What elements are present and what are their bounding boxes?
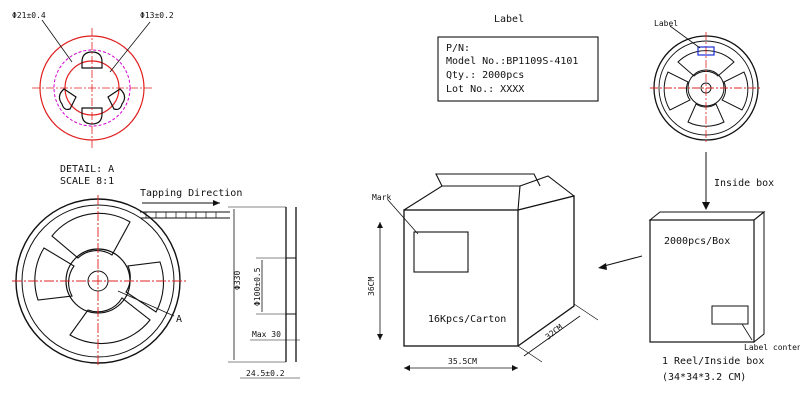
reel-window-right — [125, 261, 165, 313]
reel-window-top — [51, 212, 131, 259]
ib-label-leader — [741, 323, 753, 341]
detail-dim-outer: Φ21±0.4 — [12, 11, 46, 20]
inside-box-view: 2000pcs/Box Label content 1 Reel/Inside … — [648, 210, 800, 383]
ib-capacity: 2000pcs/Box — [664, 236, 730, 247]
tapping-direction-label: Tapping Direction — [140, 188, 242, 199]
rl-window-right — [721, 71, 749, 111]
label-frame — [437, 36, 599, 102]
inside-box-arrow-head — [702, 202, 710, 210]
carton-flap-left — [403, 185, 521, 211]
ib-label-rect — [711, 305, 749, 325]
carton-depth-ext — [517, 303, 599, 363]
rl-window-bottom — [687, 103, 725, 127]
label-line-lot: Lot No.: XXXX — [446, 84, 524, 95]
reel-tape-pockets — [140, 211, 217, 219]
detail-leader-inner — [109, 21, 151, 73]
label-line-pn: P/N: — [446, 43, 470, 54]
tapping-arrow-head — [213, 200, 220, 206]
detail-scale: SCALE 8:1 — [60, 176, 114, 187]
ib-front-face — [649, 219, 755, 343]
carton-mark-label: Mark — [372, 193, 391, 202]
reel-with-label-view: Label — [650, 19, 762, 144]
label-box: Label P/N: Model No.:BP1109S-4101 Qty.: … — [437, 14, 599, 102]
carton-view: Mark 16Kpcs/Carton 36CM 35.5CM 32CM — [367, 173, 599, 371]
rl-window-top — [677, 50, 735, 77]
rl-label-leader — [669, 25, 701, 49]
carton-depth-dim-line — [523, 315, 581, 357]
inside-box-arrow-label: Inside box — [714, 178, 774, 189]
dim-100-label: Φ100±0.5 — [253, 267, 262, 306]
rl-label-tag: Label — [654, 19, 678, 28]
carton-flap-right — [519, 175, 575, 197]
rl-label-rect — [697, 46, 715, 56]
detail-dim-inner: Φ13±0.2 — [140, 11, 174, 20]
dim-max30-label: Max 30 — [252, 330, 281, 339]
box-to-carton-arrow-line — [603, 255, 643, 267]
label-title: Label — [494, 14, 524, 25]
dim-245-label: 24.5±0.2 — [246, 369, 285, 378]
detail-a-view: Φ21±0.4 Φ13±0.2 DETAIL: A SCALE 8:1 — [12, 11, 174, 187]
label-line-qty: Qty.: 2000pcs — [446, 70, 524, 81]
carton-width-label: 35.5CM — [448, 357, 477, 366]
box-to-carton-flow — [598, 255, 643, 270]
ib-caption-line2: (34*34*3.2 CM) — [662, 372, 746, 383]
detail-lug-left — [58, 88, 77, 111]
carton-height-label: 36CM — [367, 277, 376, 296]
label-line-model: Model No.:BP1109S-4101 — [446, 56, 578, 67]
carton-mark-rect — [413, 231, 469, 273]
reel-window-left — [34, 247, 75, 301]
rl-window-left — [663, 71, 691, 111]
dim-330-label: Φ330 — [233, 271, 242, 290]
detail-caption: DETAIL: A — [60, 164, 114, 175]
ib-label-content: Label content — [744, 343, 800, 352]
carton-capacity: 16Kpcs/Carton — [428, 314, 506, 325]
ib-top-face — [648, 211, 766, 221]
detail-lug-right — [107, 88, 126, 111]
detail-leader-outer — [41, 19, 73, 63]
carton-mark-leader — [387, 199, 419, 235]
ib-side-face — [753, 210, 765, 344]
callout-a: A — [176, 314, 182, 325]
ib-caption-line1: 1 Reel/Inside box — [662, 356, 764, 367]
inside-box-flow: Inside box — [702, 152, 774, 210]
box-to-carton-arrow-head — [598, 263, 607, 270]
reel-window-bottom — [69, 297, 151, 345]
side-hub — [285, 257, 297, 315]
reel-front-view: Tapping Direction A — [12, 188, 242, 367]
carton-front — [403, 209, 519, 347]
callout-a-leader — [117, 290, 175, 317]
reel-side-view: Φ330 Φ100±0.5 Max 30 24.5±0.2 — [228, 206, 300, 379]
carton-side — [517, 195, 575, 347]
